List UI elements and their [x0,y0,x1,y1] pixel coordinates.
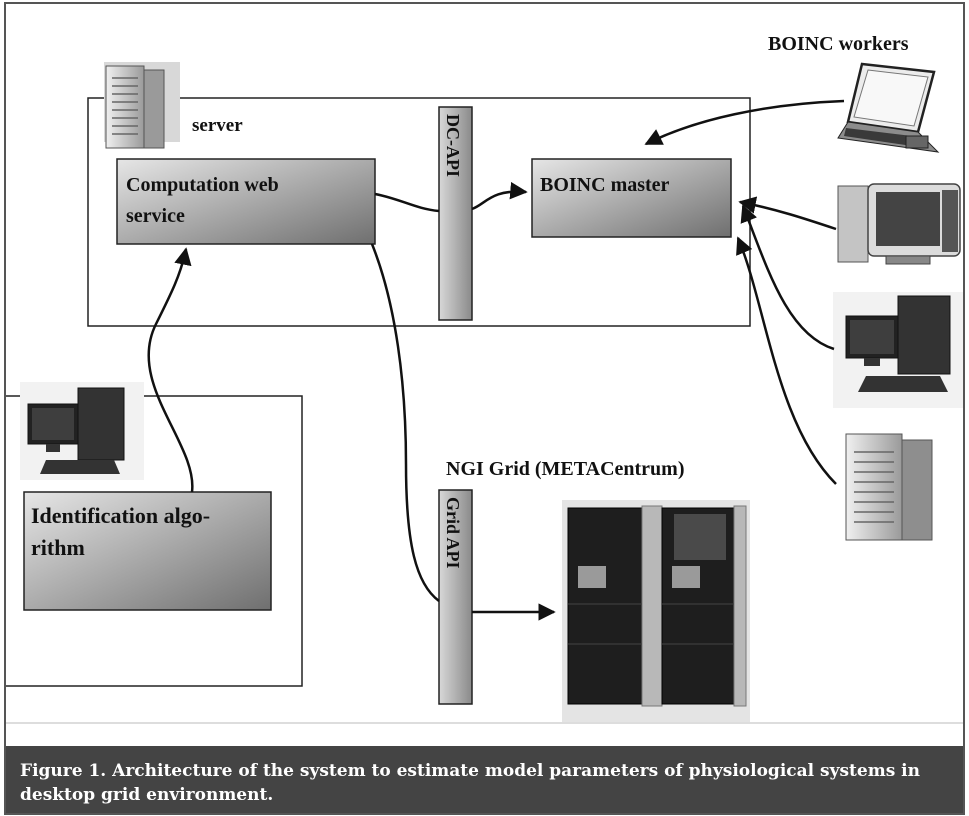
identification-label-line1: Identification algo- [31,503,210,528]
figure-caption: Figure 1. Architecture of the system to … [6,746,963,813]
computation-web-service-label-line1: Computation web [126,174,279,196]
supercomputer-racks-icon [562,500,750,722]
ngi-grid-label: NGI Grid (METACentrum) [446,458,685,480]
identification-label-line2: rithm [31,535,85,560]
arrow-dc-api-to-boinc-master [471,181,528,211]
dc-api-label: DC-API [443,114,463,177]
architecture-diagram: server Computation web service DC-API BO… [6,33,963,724]
computation-web-service-label-line2: service [126,205,185,227]
server-label: server [192,115,243,136]
figure-caption-text: Figure 1. Architecture of the system to … [20,761,921,805]
grid-api-label: Grid API [443,497,463,569]
server-tower-icon-right [845,433,933,541]
laptop-icon [837,62,940,153]
desktop-computer-icon-right [833,292,963,408]
connector-web-service-to-dc-api [374,192,440,213]
arrow-laptop-to-boinc-master [644,99,845,146]
crt-computer-icon [837,183,961,265]
boinc-workers-label: BOINC workers [768,33,909,55]
connector-web-service-to-grid-api [370,243,440,603]
dc-api-bar [438,106,473,321]
arrow-identification-to-web-service [147,247,194,493]
boinc-master-label: BOINC master [540,174,670,196]
computation-web-service-box [116,158,376,245]
identification-container [6,395,303,687]
arrow-desktop-to-boinc-master [740,204,835,351]
grid-api-bar [438,489,473,705]
identification-algorithm-box [23,491,272,611]
figure-frame: server Computation web service DC-API BO… [4,2,965,815]
arrow-tower-to-boinc-master [736,236,837,485]
desktop-computer-icon-left [20,382,144,480]
arrow-crt-to-boinc-master [738,196,837,231]
server-tower-icon [104,62,180,149]
boinc-master-box [531,158,732,238]
